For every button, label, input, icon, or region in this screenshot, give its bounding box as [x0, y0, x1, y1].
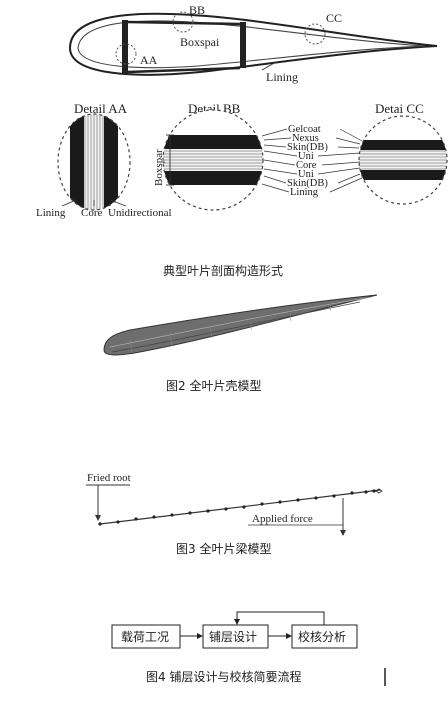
layer-label: Skin(DB): [287, 142, 328, 153]
layer-labels: Gelcoat Nexus Skin(DB) Uni Core Uni Skin…: [261, 124, 363, 198]
boxspar-web-left: [122, 20, 128, 74]
fig3-caption: 图3 全叶片梁模型: [176, 541, 271, 556]
detail-aa-title: Detail AA: [74, 101, 128, 116]
beam-nodes: [98, 489, 376, 526]
layer-label: Lining: [290, 187, 319, 198]
boxspar-vertical-label: Boxspar: [153, 149, 165, 186]
label-boxspar: Boxspai: [180, 35, 220, 49]
flow-step-label: 校核分析: [298, 629, 346, 644]
fig1-caption: 典型叶片剖面构造形式: [163, 263, 283, 278]
layer-label: Nexus: [292, 133, 319, 144]
blade-beam-model: Fried root Applied force: [86, 472, 383, 536]
label-aa: AA: [140, 53, 158, 67]
layer-label: Uni: [298, 169, 314, 180]
detail-cc-title: Detai CC: [375, 101, 424, 116]
layer-label: Core: [296, 160, 317, 171]
marker-aa: [115, 43, 137, 65]
boxspar-web-right: [240, 22, 246, 68]
layer-label: Uni: [298, 151, 314, 162]
fig4-caption: 图4 铺层设计与校核简要流程: [146, 669, 301, 684]
label-lining: Lining: [266, 70, 298, 84]
aa-lining-label: Lining: [36, 207, 66, 219]
airfoil-section: BB CC Boxspai AA Lining: [68, 3, 438, 84]
fig2-caption: 图2 全叶片壳模型: [166, 378, 261, 393]
design-flowchart: 载荷工况 铺层设计 校核分析: [111, 611, 358, 649]
blade-shell-model: [103, 294, 378, 356]
marker-cc: [304, 23, 326, 45]
flow-step-label: 载荷工况: [121, 630, 169, 644]
aa-core-label: Core: [81, 207, 103, 219]
applied-force-label: Applied force: [252, 513, 313, 525]
detail-aa: Lining Core Unidirectional: [36, 113, 172, 219]
aa-unidirectional-label: Unidirectional: [108, 207, 172, 219]
layer-label: Skin(DB): [287, 178, 328, 189]
fixed-root-label: Fried root: [87, 472, 131, 484]
flow-step-label: 铺层设计: [209, 630, 257, 644]
layer-label: Gelcoat: [288, 124, 321, 135]
detail-cc: [358, 115, 448, 205]
detail-bb: Boxspar: [153, 109, 264, 211]
marker-bb: [172, 11, 194, 33]
airfoil-outline: [68, 12, 438, 76]
label-cc: CC: [326, 11, 342, 25]
label-bb: BB: [189, 3, 205, 17]
